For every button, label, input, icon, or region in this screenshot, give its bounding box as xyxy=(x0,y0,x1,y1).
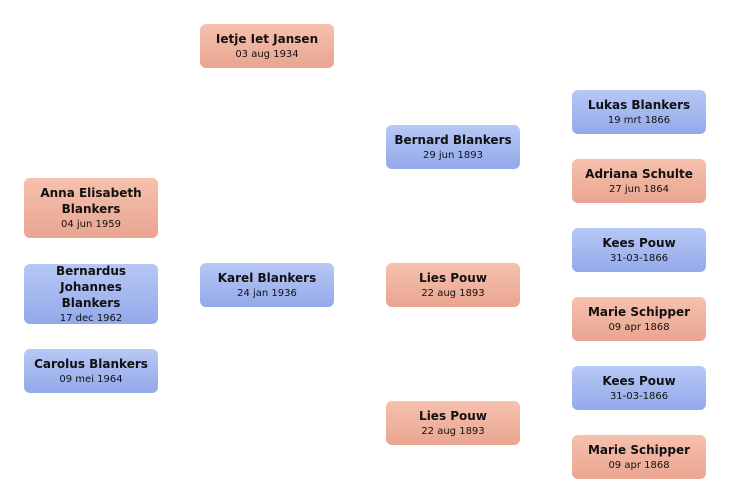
person-name: Lies Pouw xyxy=(419,271,487,285)
person-birthdate: 09 apr 1868 xyxy=(608,322,670,333)
grandparent-card[interactable]: Marie Schipper 09 apr 1868 xyxy=(572,435,706,479)
grandparent-card[interactable]: Lukas Blankers 19 mrt 1866 xyxy=(572,90,706,134)
person-birthdate: 04 jun 1959 xyxy=(61,219,121,230)
person-birthdate: 17 dec 1962 xyxy=(59,313,123,324)
person-birthdate: 27 jun 1864 xyxy=(609,184,669,195)
person-birthdate: 22 aug 1893 xyxy=(421,426,485,437)
person-name: Bernard Blankers xyxy=(394,133,512,147)
person-birthdate: 09 apr 1868 xyxy=(608,460,670,471)
grandparent-card[interactable]: Adriana Schulte 27 jun 1864 xyxy=(572,159,706,203)
person-name: Bernardus Johannes Blankers xyxy=(55,264,127,310)
child-card[interactable]: Bernardus Johannes Blankers 17 dec 1962 xyxy=(24,264,158,324)
focus-person-card[interactable]: Karel Blankers 24 jan 1936 xyxy=(200,263,334,307)
grandparent-card[interactable]: Kees Pouw 31-03-1866 xyxy=(572,228,706,272)
person-name: Kees Pouw xyxy=(602,374,676,388)
spouse-card[interactable]: Ietje Iet Jansen 03 aug 1934 xyxy=(200,24,334,68)
person-birthdate: 31-03-1866 xyxy=(609,253,669,264)
person-name: Ietje Iet Jansen xyxy=(215,32,319,46)
grandparent-card[interactable]: Kees Pouw 31-03-1866 xyxy=(572,366,706,410)
person-birthdate: 19 mrt 1866 xyxy=(607,115,671,126)
person-birthdate: 29 jun 1893 xyxy=(423,150,483,161)
person-name: Carolus Blankers xyxy=(34,357,148,371)
person-birthdate: 03 aug 1934 xyxy=(235,49,299,60)
person-name: Adriana Schulte xyxy=(585,167,693,181)
person-name: Lukas Blankers xyxy=(587,98,691,112)
parent-card[interactable]: Bernard Blankers 29 jun 1893 xyxy=(386,125,520,169)
person-birthdate: 31-03-1866 xyxy=(609,391,669,402)
person-name: Anna Elisabeth Blankers xyxy=(40,186,142,216)
person-birthdate: 09 mei 1964 xyxy=(59,374,123,385)
person-name: Kees Pouw xyxy=(602,236,676,250)
parent-card[interactable]: Lies Pouw 22 aug 1893 xyxy=(386,401,520,445)
person-name: Karel Blankers xyxy=(217,271,317,285)
parent-card[interactable]: Lies Pouw 22 aug 1893 xyxy=(386,263,520,307)
grandparent-card[interactable]: Marie Schipper 09 apr 1868 xyxy=(572,297,706,341)
child-card[interactable]: Anna Elisabeth Blankers 04 jun 1959 xyxy=(24,178,158,238)
person-birthdate: 22 aug 1893 xyxy=(421,288,485,299)
person-name: Marie Schipper xyxy=(587,443,691,457)
person-name: Marie Schipper xyxy=(587,305,691,319)
person-birthdate: 24 jan 1936 xyxy=(237,288,297,299)
child-card[interactable]: Carolus Blankers 09 mei 1964 xyxy=(24,349,158,393)
person-name: Lies Pouw xyxy=(419,409,487,423)
